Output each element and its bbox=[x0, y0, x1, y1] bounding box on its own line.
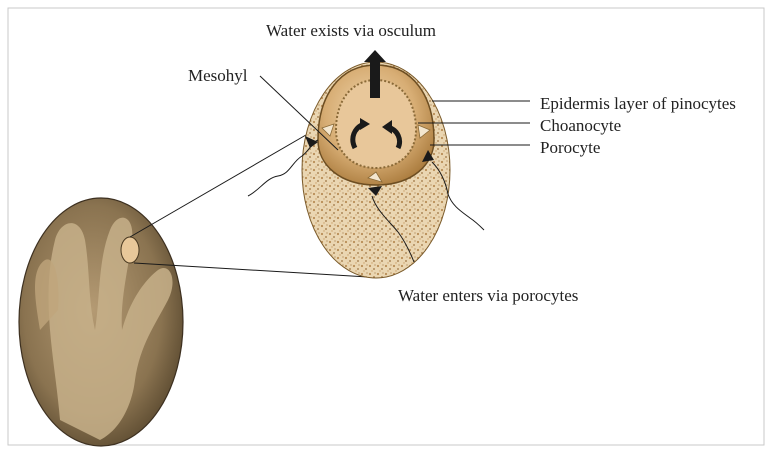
epidermis-label: Epidermis layer of pinocytes bbox=[540, 95, 736, 112]
porocyte-label: Porocyte bbox=[540, 139, 600, 156]
mesohyl-label: Mesohyl bbox=[188, 67, 248, 84]
sponge-photo bbox=[19, 198, 183, 446]
highlight-region bbox=[121, 237, 139, 263]
choanocyte-label: Choanocyte bbox=[540, 117, 621, 134]
water-enters-label: Water enters via porocytes bbox=[398, 287, 578, 304]
water-exits-label: Water exists via osculum bbox=[266, 22, 436, 39]
zoom-line-top bbox=[130, 128, 318, 237]
